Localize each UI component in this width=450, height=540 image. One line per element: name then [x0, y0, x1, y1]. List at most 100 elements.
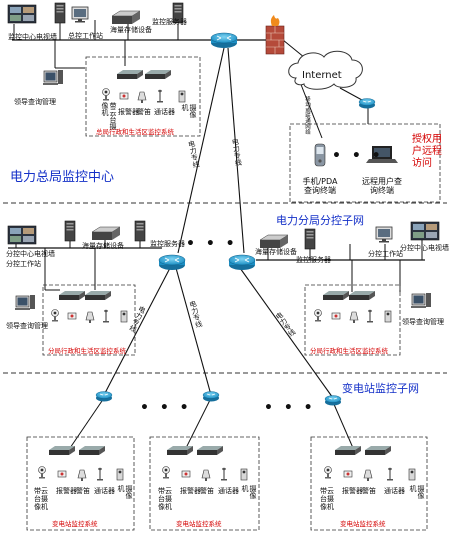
workstation-monitor-icon	[71, 6, 89, 23]
dvr-icon	[365, 446, 391, 455]
center-system-caption: 总局行政和生活区监控系统	[96, 128, 174, 136]
video-wall-icon	[7, 4, 37, 24]
camera-icon	[116, 468, 124, 481]
storage-icon	[111, 10, 141, 24]
branch-right-storage-label: 海量存储设备	[255, 248, 297, 256]
alarm-label: 报警器	[180, 487, 201, 495]
camera-icon	[178, 90, 186, 103]
branch-right-video-wall-label: 分控中心电视墙	[400, 244, 449, 252]
camera-label: 摄像机	[241, 485, 257, 499]
internet-router-icon	[358, 98, 376, 109]
alarm-icon	[181, 470, 191, 478]
branch-query-label: 领导查询管理	[6, 322, 48, 330]
camera-label: 摄像机	[181, 104, 197, 118]
query-pc-icon	[42, 69, 64, 86]
query-label: 领导查询管理	[14, 98, 56, 106]
siren-icon	[201, 469, 211, 482]
internet-cloud	[288, 50, 363, 90]
dvr-icon	[49, 446, 75, 455]
branch-storage-label: 海量存储设备	[82, 242, 124, 250]
mobile-link-label: 移动或联通网络	[304, 96, 310, 135]
auth-label: 授权用户远程访问	[412, 134, 442, 169]
alarm-label: 报警器	[56, 487, 77, 495]
video-wall-label: 监控中心电视墙	[8, 33, 57, 41]
dvr-icon	[323, 291, 349, 300]
branch-workstation-icon	[64, 220, 76, 242]
ptz-label: 带云台摄像机	[34, 487, 48, 511]
branch-caption: 分局行政和生活区监控系统	[48, 347, 126, 355]
siren-icon	[137, 91, 147, 104]
dvr-icon	[145, 70, 171, 79]
intercom-label: 通话器	[218, 487, 239, 495]
substation-caption: 变电站监控系统	[52, 520, 98, 528]
dvr-icon	[335, 446, 361, 455]
substation-caption: 变电站监控系统	[340, 520, 386, 528]
branch-right-video-wall-icon	[410, 221, 440, 241]
workstation-tower-icon	[54, 2, 66, 24]
ellipsis-substation-2: • • •	[264, 400, 316, 416]
intercom-icon	[220, 467, 228, 481]
ptz-camera-icon	[162, 466, 170, 479]
branch-right-workstation-label: 分控工作站	[368, 250, 403, 258]
siren-label: 警笛	[137, 108, 151, 116]
camera-icon	[240, 468, 248, 481]
substation-caption: 变电站监控系统	[176, 520, 222, 528]
intercom-icon	[102, 309, 110, 323]
alarm-icon	[119, 92, 129, 100]
branch-right-server-label: 监控服务器	[296, 256, 331, 264]
ellipsis-branch: • • •	[186, 236, 238, 252]
ptz-camera-icon	[38, 466, 46, 479]
storage-label: 海量存储设备	[110, 26, 152, 34]
ptz-label: 带云台摄像机	[101, 102, 117, 130]
siren-label: 警笛	[76, 487, 90, 495]
branch-right-caption: 分局行政和生活区监控系统	[310, 347, 388, 355]
branch-workstation-label: 分控工作站	[6, 260, 41, 268]
ptz-label: 带云台摄像机	[158, 487, 172, 511]
dvr-icon	[117, 70, 143, 79]
alarm-icon	[57, 470, 67, 478]
branch-right-workstation-icon	[375, 226, 393, 243]
siren-icon	[85, 311, 95, 324]
substation-router-icon	[324, 395, 342, 406]
substation-title: 变电站监控子网	[342, 382, 419, 395]
main-router-icon	[210, 32, 238, 49]
siren-icon	[349, 311, 359, 324]
siren-icon	[77, 469, 87, 482]
branch-right-query-pc-icon	[410, 292, 432, 309]
mobile-terminal-icon	[314, 143, 326, 167]
camera-icon	[120, 310, 128, 323]
siren-label: 警笛	[362, 487, 376, 495]
ptz-camera-icon	[51, 309, 59, 322]
branch-query-pc-icon	[14, 294, 36, 311]
camera-icon	[384, 310, 392, 323]
branch-video-wall-icon	[7, 225, 37, 245]
ptz-label: 带云台摄像机	[320, 487, 334, 511]
dvr-icon	[85, 291, 111, 300]
branch-server-label: 监控服务器	[150, 240, 185, 248]
intercom-icon	[96, 467, 104, 481]
remote-label: 远程用户查询终端	[362, 177, 402, 195]
branch-right-server-icon	[304, 228, 316, 250]
firewall-icon	[265, 14, 285, 55]
intercom-icon	[156, 89, 164, 103]
branch-router-left-icon	[158, 254, 186, 271]
workstation-label: 总控工作站	[68, 32, 103, 40]
alarm-icon	[67, 312, 77, 320]
camera-icon	[408, 468, 416, 481]
camera-label: 摄像机	[409, 485, 425, 499]
alarm-label: 报警器	[342, 487, 363, 495]
intercom-label: 通话器	[94, 487, 115, 495]
substation-router-icon	[95, 391, 113, 402]
intercom-label: 通话器	[384, 487, 405, 495]
dvr-icon	[349, 291, 375, 300]
dvr-icon	[79, 446, 105, 455]
server-label: 监控服务器	[152, 18, 187, 26]
siren-icon	[363, 469, 373, 482]
branch-right-storage-icon	[259, 234, 289, 248]
siren-label: 警笛	[200, 487, 214, 495]
branch-server-icon	[134, 220, 146, 242]
intercom-icon	[366, 309, 374, 323]
branch-video-wall-label: 分控中心电视墙	[6, 250, 55, 258]
ptz-camera-icon	[324, 466, 332, 479]
